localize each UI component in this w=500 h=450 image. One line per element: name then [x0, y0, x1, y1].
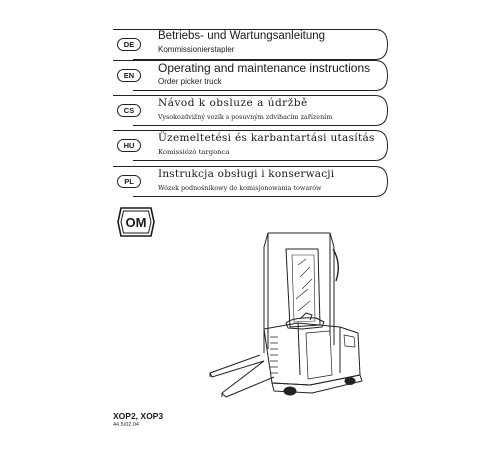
language-block-pl: PL Instrukcja obsługi i konserwacji Wóze… — [113, 166, 388, 197]
language-block-de: DE Betriebs- und Wartungsanleitung Kommi… — [113, 29, 388, 60]
manual-title: Návod k obsluze a údržbě — [158, 97, 308, 109]
order-picker-truck-illustration — [209, 232, 363, 398]
language-block-cs: CS Návod k obsluze a údržbě Vysokozdvižn… — [113, 95, 388, 126]
manual-title: Betriebs- und Wartungsanleitung — [158, 30, 326, 42]
language-block-en: EN Operating and maintenance instruction… — [113, 60, 388, 91]
manual-title: Operating and maintenance instructions — [158, 61, 371, 75]
logo-lettering: OM — [126, 215, 147, 230]
document-number: 44.5/02.04 — [113, 422, 139, 428]
manual-subtitle: Wózek podnośnikowy do komisjonowania tow… — [158, 184, 322, 192]
language-code-badge: EN — [117, 69, 141, 82]
language-code-badge: CS — [117, 104, 141, 117]
manual-subtitle: Kommissionierstapler — [158, 45, 235, 54]
manual-subtitle: Vysokozdvižný vozík s posuvným zdvihacím… — [158, 113, 333, 121]
language-code-badge: DE — [117, 38, 141, 51]
block-frame — [113, 166, 388, 197]
manual-title: Üzemeltetési és karbantartási utasítás — [158, 132, 375, 144]
model-designation: XOP2, XOP3 — [113, 411, 164, 421]
om-logo: OM — [117, 207, 155, 237]
manual-subtitle: Komissiózó targonca — [158, 148, 230, 156]
block-frame — [113, 60, 388, 91]
manual-subtitle: Order picker truck — [158, 77, 222, 86]
language-block-hu: HU Üzemeltetési és karbantartási utasítá… — [113, 130, 388, 161]
language-code-badge: HU — [117, 139, 141, 152]
block-frame — [113, 95, 388, 126]
language-code-badge: PL — [117, 175, 141, 188]
block-frame — [113, 29, 388, 60]
block-frame — [113, 130, 388, 161]
manual-title: Instrukcja obsługi i konserwacji — [158, 168, 335, 180]
